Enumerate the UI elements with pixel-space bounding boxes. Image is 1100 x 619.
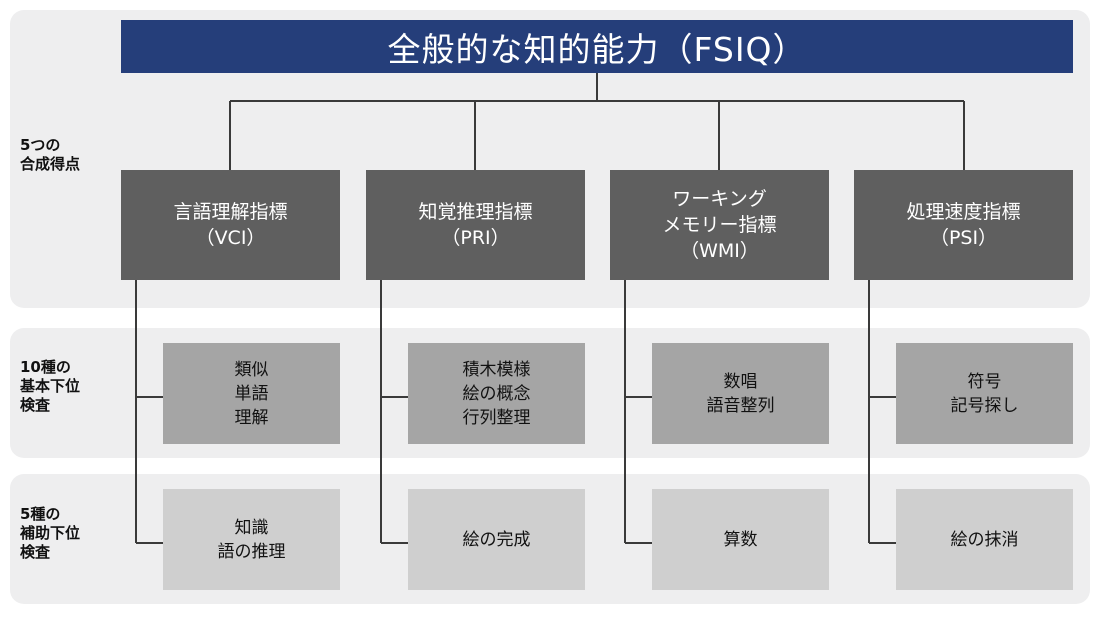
row-label-line: 5種の — [20, 505, 61, 523]
supplemental-subtest-box-vci: 知識 語の推理 — [163, 489, 340, 590]
subtest-label-line: 絵の完成 — [462, 529, 531, 550]
subtest-label-line: 算数 — [723, 529, 758, 550]
supplemental-subtest-box-psi: 絵の抹消 — [896, 489, 1073, 590]
subtest-label-line: 語音整列 — [706, 395, 775, 416]
subtest-label-line: 類似 — [234, 359, 269, 380]
subtest-label-line: 絵の概念 — [462, 383, 531, 404]
index-box-pri: 知覚推理指標 （PRI） — [366, 170, 585, 280]
row-label-line: 検査 — [20, 396, 51, 414]
row-label-line: 検査 — [20, 543, 51, 561]
core-subtest-box-wmi: 数唱 語音整列 — [652, 343, 829, 444]
index-label-line: （PSI） — [929, 227, 998, 249]
row-label-composite: 5つの 合成得点 — [20, 136, 120, 174]
row-label-line: 基本下位 — [20, 377, 81, 395]
index-label-line: （WMI） — [680, 240, 759, 262]
subtest-label-line: 理解 — [234, 407, 269, 428]
row-label-core: 10種の 基本下位 検査 — [20, 358, 120, 415]
subtest-label-line: 単語 — [234, 383, 269, 404]
index-label-line: ワーキング — [672, 188, 767, 210]
row-label-line: 5つの — [20, 136, 61, 154]
row-label-line: 合成得点 — [20, 155, 81, 173]
fsiq-title-box: 全般的な知的能力（FSIQ） — [121, 20, 1073, 73]
subtest-label-line: 絵の抹消 — [950, 529, 1019, 550]
index-label-line: 言語理解指標 — [173, 201, 288, 223]
row-label-supplemental: 5種の 補助下位 検査 — [20, 505, 120, 562]
subtest-label-line: 知識 — [234, 517, 269, 538]
index-label-line: 知覚推理指標 — [418, 201, 533, 223]
subtest-label-line: 記号探し — [950, 395, 1019, 416]
subtest-label-line: 語の推理 — [217, 541, 286, 562]
row-label-line: 補助下位 — [20, 524, 81, 542]
subtest-label-line: 行列整理 — [462, 407, 531, 428]
core-subtest-box-pri: 積木模様 絵の概念 行列整理 — [408, 343, 585, 444]
index-label-line: メモリー指標 — [662, 214, 777, 236]
subtest-label-line: 積木模様 — [462, 359, 531, 380]
subtest-label-line: 数唱 — [723, 371, 758, 392]
index-box-psi: 処理速度指標 （PSI） — [854, 170, 1073, 280]
subtest-label-line: 符号 — [967, 371, 1002, 392]
index-label-line: 処理速度指標 — [906, 201, 1021, 223]
index-label-line: （PRI） — [441, 227, 510, 249]
core-subtest-box-vci: 類似 単語 理解 — [163, 343, 340, 444]
supplemental-subtest-box-pri: 絵の完成 — [408, 489, 585, 590]
row-label-line: 10種の — [20, 358, 71, 376]
fsiq-title: 全般的な知的能力（FSIQ） — [387, 29, 807, 69]
index-label-line: （VCI） — [195, 227, 266, 249]
index-box-vci: 言語理解指標 （VCI） — [121, 170, 340, 280]
core-subtest-box-psi: 符号 記号探し — [896, 343, 1073, 444]
supplemental-subtest-box-wmi: 算数 — [652, 489, 829, 590]
index-box-wmi: ワーキング メモリー指標 （WMI） — [610, 170, 829, 280]
